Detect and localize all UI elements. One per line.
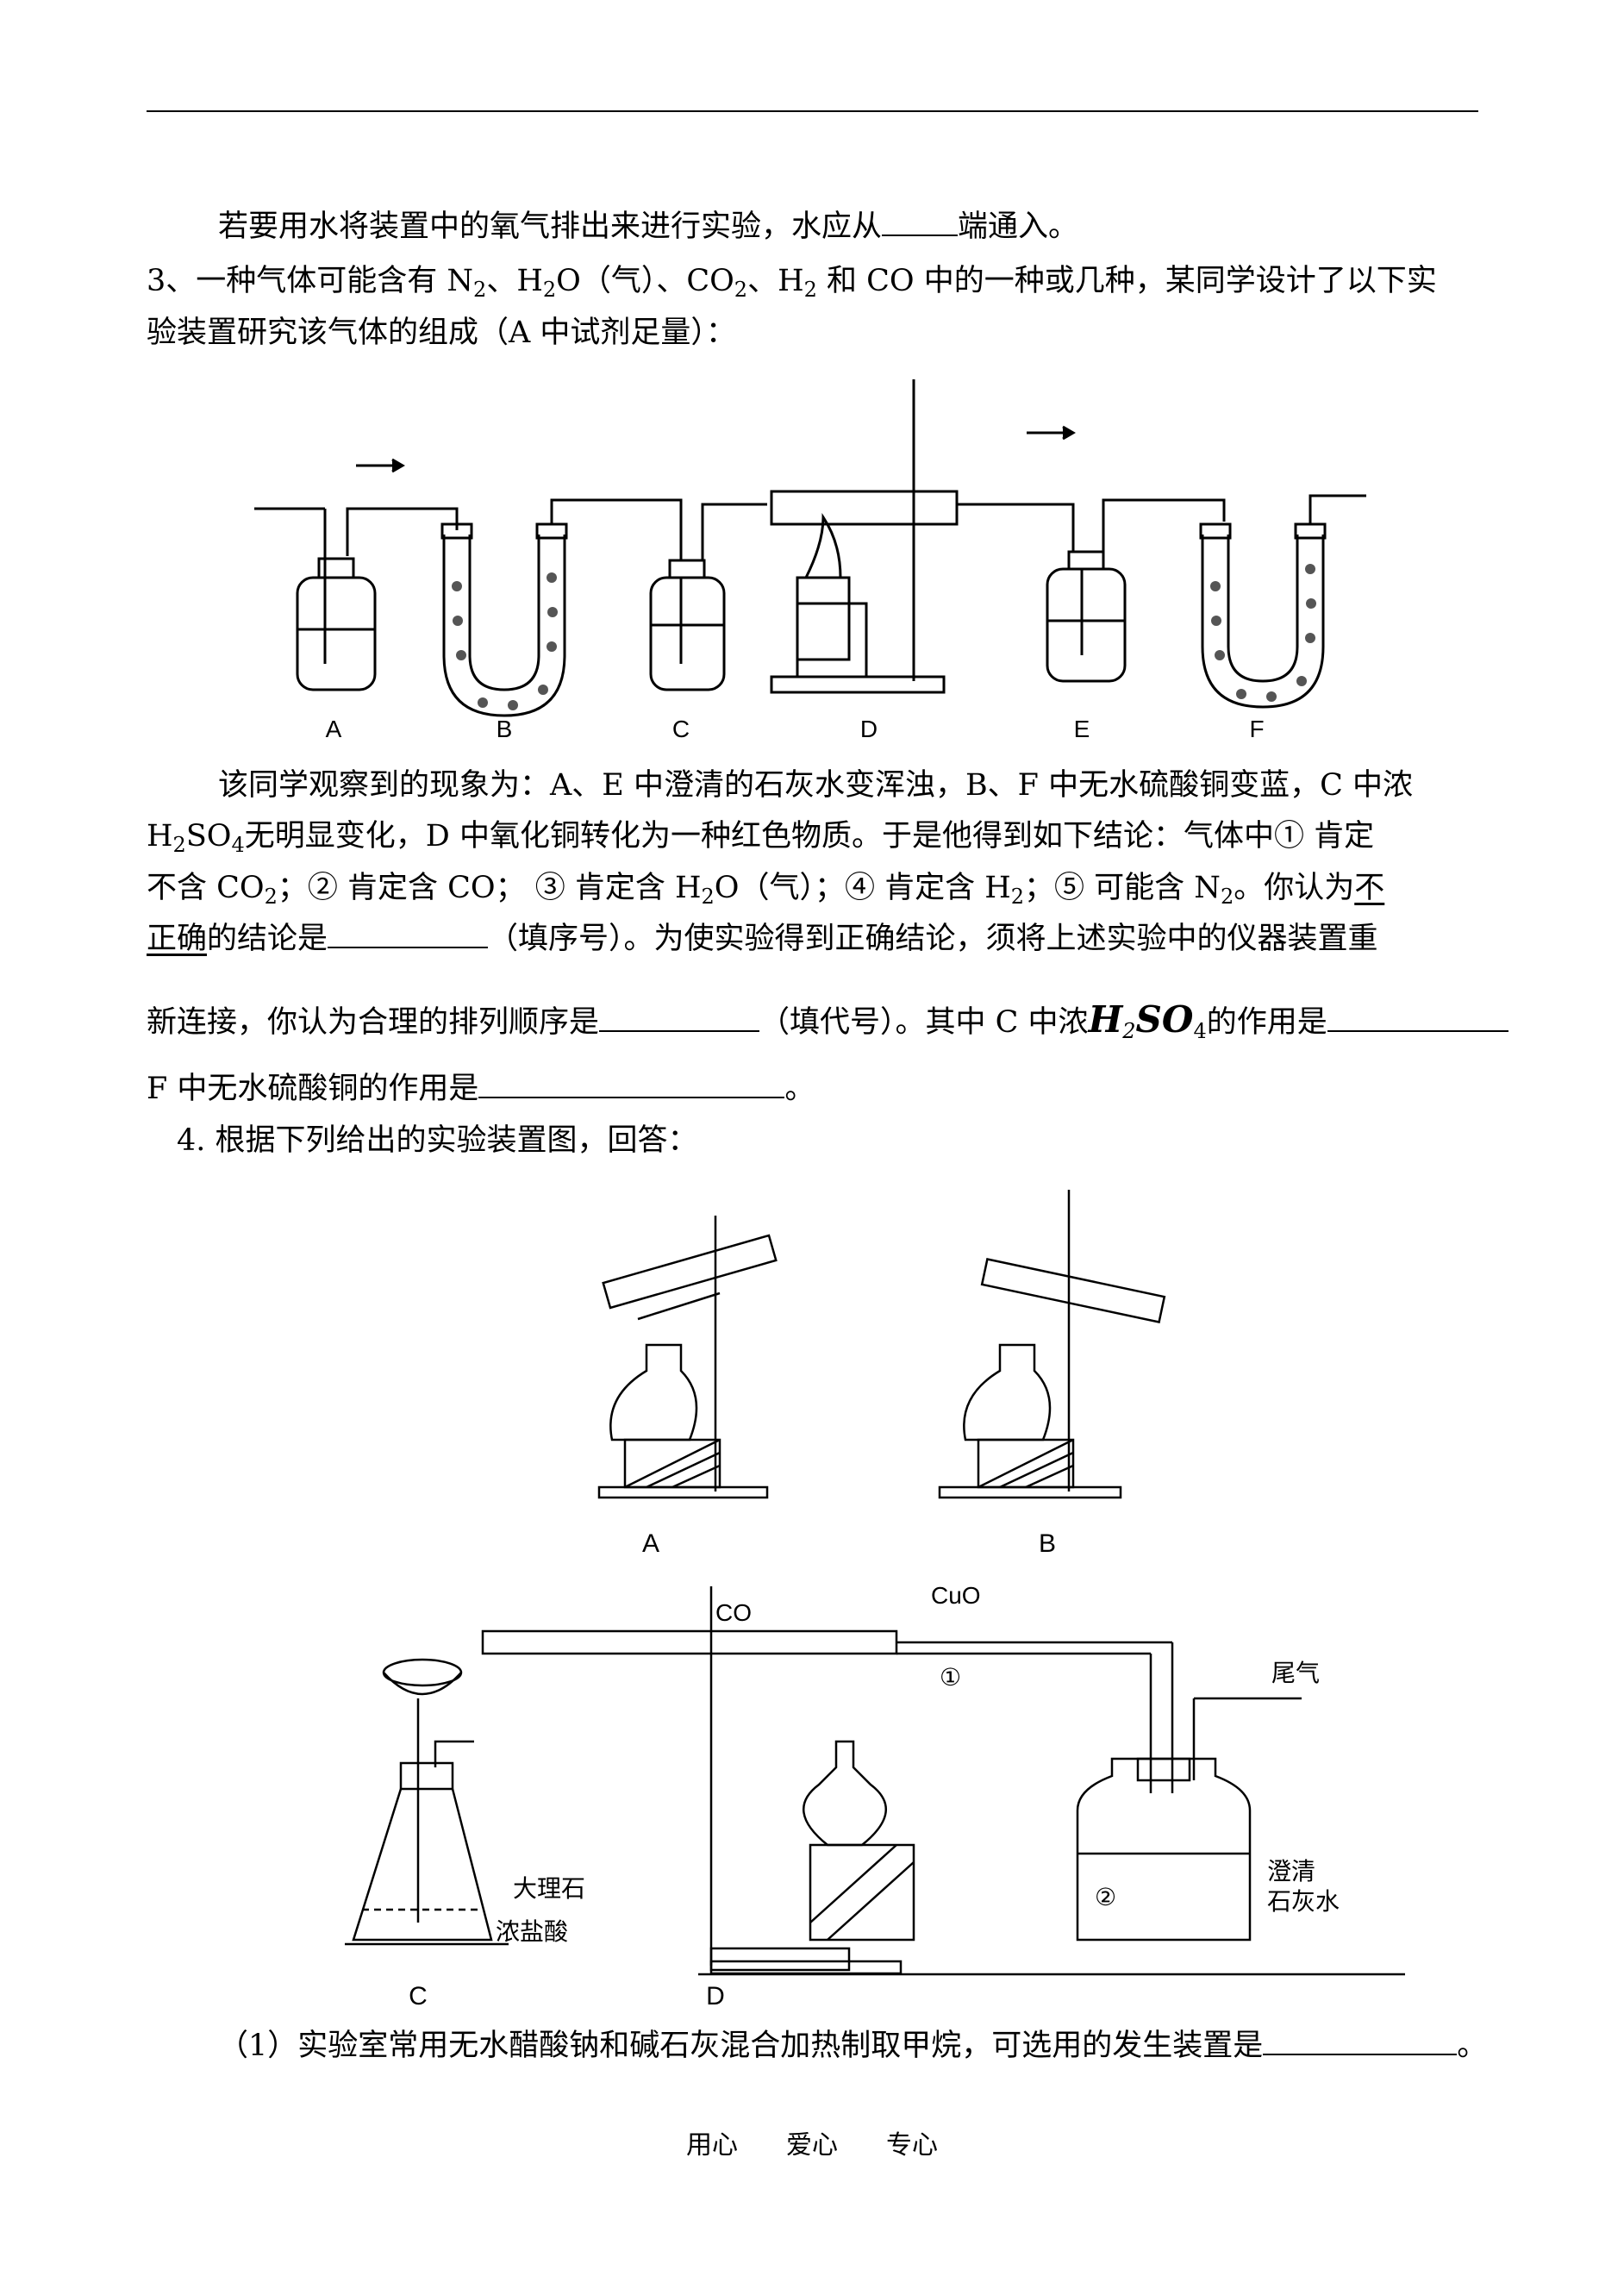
text: 正确 [147, 922, 208, 956]
subscript: 4 [1193, 1019, 1207, 1043]
header-rule [147, 110, 1478, 112]
apparatus-figure-c-d: 大理石 浓盐酸 C D CO CuO 尾气 ① ② 澄清 石灰水 [345, 1582, 1405, 2010]
text: 不含 CO [147, 871, 265, 905]
subscript: 2 [1122, 1019, 1136, 1043]
q4-subquestion-1: （1）实验室常用无水醋酸钠和碱石灰混合加热制取甲烷，可选用的发生装置是 。 [218, 2026, 1487, 2066]
q3-observation-6: F 中无水硫酸铜的作用是 。 [147, 1069, 815, 1109]
q3-observation-4: 正确的结论是 （填序号）。为使实验得到正确结论，须将上述实验中的仪器装置重 [147, 919, 1378, 959]
label-limewater-1: 澄清 [1267, 1858, 1315, 1885]
text: 新连接，你认为合理的排列顺序是 [147, 1005, 600, 1040]
label-b: B [1039, 1529, 1056, 1558]
text: 的作用是 [1206, 1005, 1327, 1040]
q3-line-1: 3、一种气体可能含有 N2、H2O（气）、CO2、H2 和 CO 中的一种或几种… [147, 261, 1437, 301]
q3-observation-3: 不含 CO2；② 肯定含 CO； ③ 肯定含 H2O（气）；④ 肯定含 H2；⑤… [147, 868, 1384, 908]
q3-line-2: 验装置研究该气体的组成（A 中试剂足量）： [147, 316, 736, 350]
label-1: ① [940, 1664, 961, 1691]
footer-text: 爱心 [786, 2130, 838, 2161]
text: （填代号）。其中 C 中浓 [759, 1005, 1089, 1040]
subscript: 2 [734, 278, 748, 302]
text: SO [185, 819, 232, 854]
label-e: E [1074, 716, 1090, 741]
subscript: 2 [1220, 885, 1234, 909]
text: ；⑤ 可能含 N [1024, 871, 1221, 905]
label-d: D [860, 716, 878, 741]
subscript: 2 [473, 278, 487, 302]
answer-blank [478, 1071, 785, 1098]
text: 、H [747, 264, 804, 298]
apparatus-figure-a-f: A B C D E F [254, 379, 1366, 741]
text: SO [1135, 998, 1194, 1041]
text: 和 CO 中的一种或几种，某同学设计了以下实 [816, 264, 1437, 298]
label-b: B [497, 716, 513, 741]
text: 。你认为 [1234, 871, 1355, 905]
label-cuo: CuO [931, 1582, 981, 1609]
q4-title: 4. 根据下列给出的实验装置图，回答： [177, 1123, 698, 1158]
text: F 中无水硫酸铜的作用是 [147, 1072, 479, 1106]
label-c: C [672, 716, 690, 741]
footer: 用心 爱心 专心 [0, 2123, 1624, 2161]
text: （填序号）。为使实验得到正确结论，须将上述实验中的仪器装置重 [488, 922, 1378, 956]
label-a: A [326, 716, 342, 741]
answer-blank [1327, 1004, 1508, 1032]
text: （1）实验室常用无水醋酸钠和碱石灰混合加热制取甲烷，可选用的发生装置是 [218, 2029, 1264, 2063]
answer-blank [328, 921, 489, 948]
text: 、H [486, 264, 543, 298]
text: 不 [1354, 871, 1385, 905]
text: 若要用水将装置中的氧气排出来进行实验，水应从 [218, 209, 883, 244]
text: ；② 肯定含 CO； ③ 肯定含 H [277, 871, 702, 905]
label-conc-hcl: 浓盐酸 [496, 1918, 568, 1945]
text: O（气）、CO [556, 264, 734, 298]
answer-blank [1263, 2028, 1458, 2055]
label-tail-gas: 尾气 [1271, 1660, 1320, 1686]
answer-blank [599, 1004, 760, 1032]
subscript: 2 [701, 885, 715, 909]
subscript: 2 [264, 885, 278, 909]
q3-observation-1: 该同学观察到的现象为：A、E 中澄清的石灰水变浑浊，B、F 中无水硫酸铜变蓝，C… [218, 768, 1413, 803]
text: 。 [784, 1072, 815, 1106]
text: 。 [1457, 2029, 1488, 2063]
text: 端通入。 [958, 209, 1079, 244]
text: 无明显变化，D 中氧化铜转化为一种红色物质。于是他得到如下结论：气体中① 肯定 [244, 819, 1375, 854]
label-d: D [706, 1982, 725, 2010]
label-f: F [1249, 716, 1264, 741]
q3-observation-2: H2SO4无明显变化，D 中氧化铜转化为一种红色物质。于是他得到如下结论：气体中… [147, 816, 1374, 856]
label-2: ② [1095, 1884, 1116, 1910]
text: H [147, 819, 173, 854]
subscript: 2 [542, 278, 557, 302]
label-a: A [642, 1529, 659, 1558]
paragraph-water-inlet: 若要用水将装置中的氧气排出来进行实验，水应从 端通入。 [218, 207, 1078, 247]
label-c: C [409, 1982, 428, 2010]
label-co: CO [715, 1599, 752, 1626]
footer-text: 用心 [686, 2130, 738, 2161]
answer-blank [882, 209, 959, 236]
subscript: 2 [803, 278, 817, 302]
text: 3、一种气体可能含有 N [147, 264, 474, 298]
text: H [1088, 998, 1123, 1041]
apparatus-figure-a-b: A B [597, 1190, 1166, 1558]
text: O（气）；④ 肯定含 H [714, 871, 1011, 905]
subscript: 4 [231, 833, 245, 857]
label-marble: 大理石 [513, 1875, 585, 1902]
subscript: 2 [172, 833, 186, 857]
footer-text: 专心 [886, 2130, 938, 2161]
text: 的结论是 [207, 922, 328, 956]
q3-observation-5: 新连接，你认为合理的排列顺序是 （填代号）。其中 C 中浓H2SO4的作用是 [147, 1000, 1508, 1042]
label-limewater-2: 石灰水 [1267, 1888, 1340, 1915]
subscript: 2 [1010, 885, 1025, 909]
